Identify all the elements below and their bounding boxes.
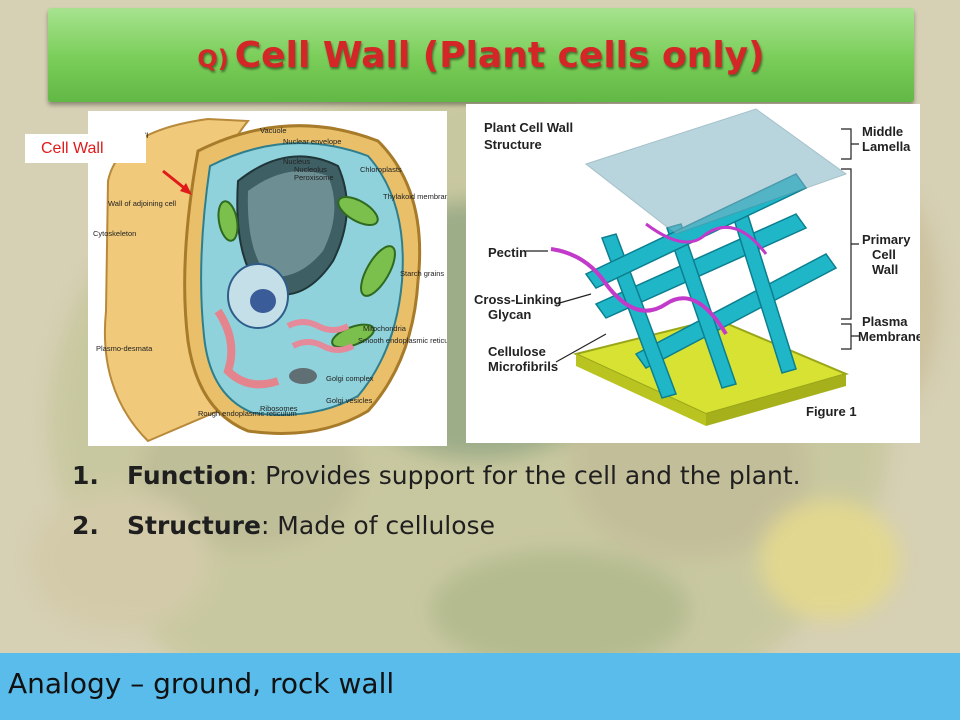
label-middle-1: Middle (862, 124, 903, 139)
label-plasma-2: Membrane (858, 329, 920, 344)
bullet-structure: 2. Structure: Made of cellulose (72, 508, 872, 544)
label-crosslinking-2: Glycan (488, 307, 531, 322)
label-cellulose-1: Cellulose (488, 344, 546, 359)
label-starch: Starch grains (400, 269, 444, 278)
label-nucleus: Nucleus (283, 157, 310, 166)
bullet-number: 1. (72, 461, 99, 490)
wall-title-line1: Plant Cell Wall (484, 120, 573, 135)
label-plasma-1: Plasma (862, 314, 908, 329)
analogy-bar: Analogy – ground, rock wall (0, 653, 960, 720)
label-pectin: Pectin (488, 245, 527, 260)
label-cytoskeleton: Cytoskeleton (93, 229, 136, 238)
plant-cell-illustration: ll Vacuole Nuclear envelope Nucleus Nucl… (88, 111, 447, 446)
label-vacuole: Vacuole (260, 126, 287, 135)
bullet-term-structure: Structure (127, 511, 261, 540)
label-primary-2: Cell (872, 247, 896, 262)
bullet-list: 1. Function: Provides support for the cel… (72, 458, 872, 558)
label-figure-1: Figure 1 (806, 404, 857, 419)
bullet-function: 1. Function: Provides support for the cel… (72, 458, 872, 494)
label-peroxisome: Peroxisome (294, 173, 334, 182)
title-banner: Q)Cell Wall (Plant cells only) (48, 8, 914, 102)
label-chloroplasts: Chloroplasts (360, 165, 402, 174)
label-golgi-complex: Golgi complex (326, 374, 374, 383)
label-middle-2: Lamella (862, 139, 911, 154)
label-plasmodesmata: Plasmo-desmata (96, 344, 153, 353)
bullet-text-function: : Provides support for the cell and the … (248, 461, 801, 490)
bullet-text-structure: : Made of cellulose (260, 511, 495, 540)
analogy-text: Analogy – ground, rock wall (8, 667, 395, 700)
label-smooth-er: Smooth endoplasmic reticulum (358, 336, 447, 345)
label-crosslinking-1: Cross-Linking (474, 292, 561, 307)
cell-wall-structure-diagram: Plant Cell Wall Structure Pectin Cross-L… (466, 104, 920, 443)
label-ribosomes: Ribosomes (260, 404, 298, 413)
label-nuclear-envelope: Nuclear envelope (283, 137, 341, 146)
label-cellulose-2: Microfibrils (488, 359, 558, 374)
label-cell-wall-partial: ll (145, 131, 149, 140)
plant-cell-diagram: ll Vacuole Nuclear envelope Nucleus Nucl… (88, 111, 447, 446)
title-text: Cell Wall (Plant cells only) (234, 34, 765, 76)
cell-wall-callout: Cell Wall (25, 134, 146, 163)
label-golgi-vesicles: Golgi vesicles (326, 396, 373, 405)
label-mitochondria: Mitochondria (363, 324, 407, 333)
label-wall-adjoining: Wall of adjoining cell (108, 199, 176, 208)
label-nucleolus: Nucleolus (294, 165, 327, 174)
wall-title-line2: Structure (484, 137, 542, 152)
label-thylakoid: Thylakoid membranes (383, 192, 447, 201)
bullet-number: 2. (72, 511, 99, 540)
label-primary-1: Primary (862, 232, 911, 247)
slide-title: Q)Cell Wall (Plant cells only) (197, 35, 764, 76)
title-prefix: Q) (197, 44, 229, 73)
bullet-term-function: Function (127, 461, 249, 490)
label-rough-er: Rough endoplasmic reticulum (198, 409, 297, 418)
label-primary-3: Wall (872, 262, 898, 277)
cell-wall-illustration: Plant Cell Wall Structure Pectin Cross-L… (466, 104, 920, 443)
